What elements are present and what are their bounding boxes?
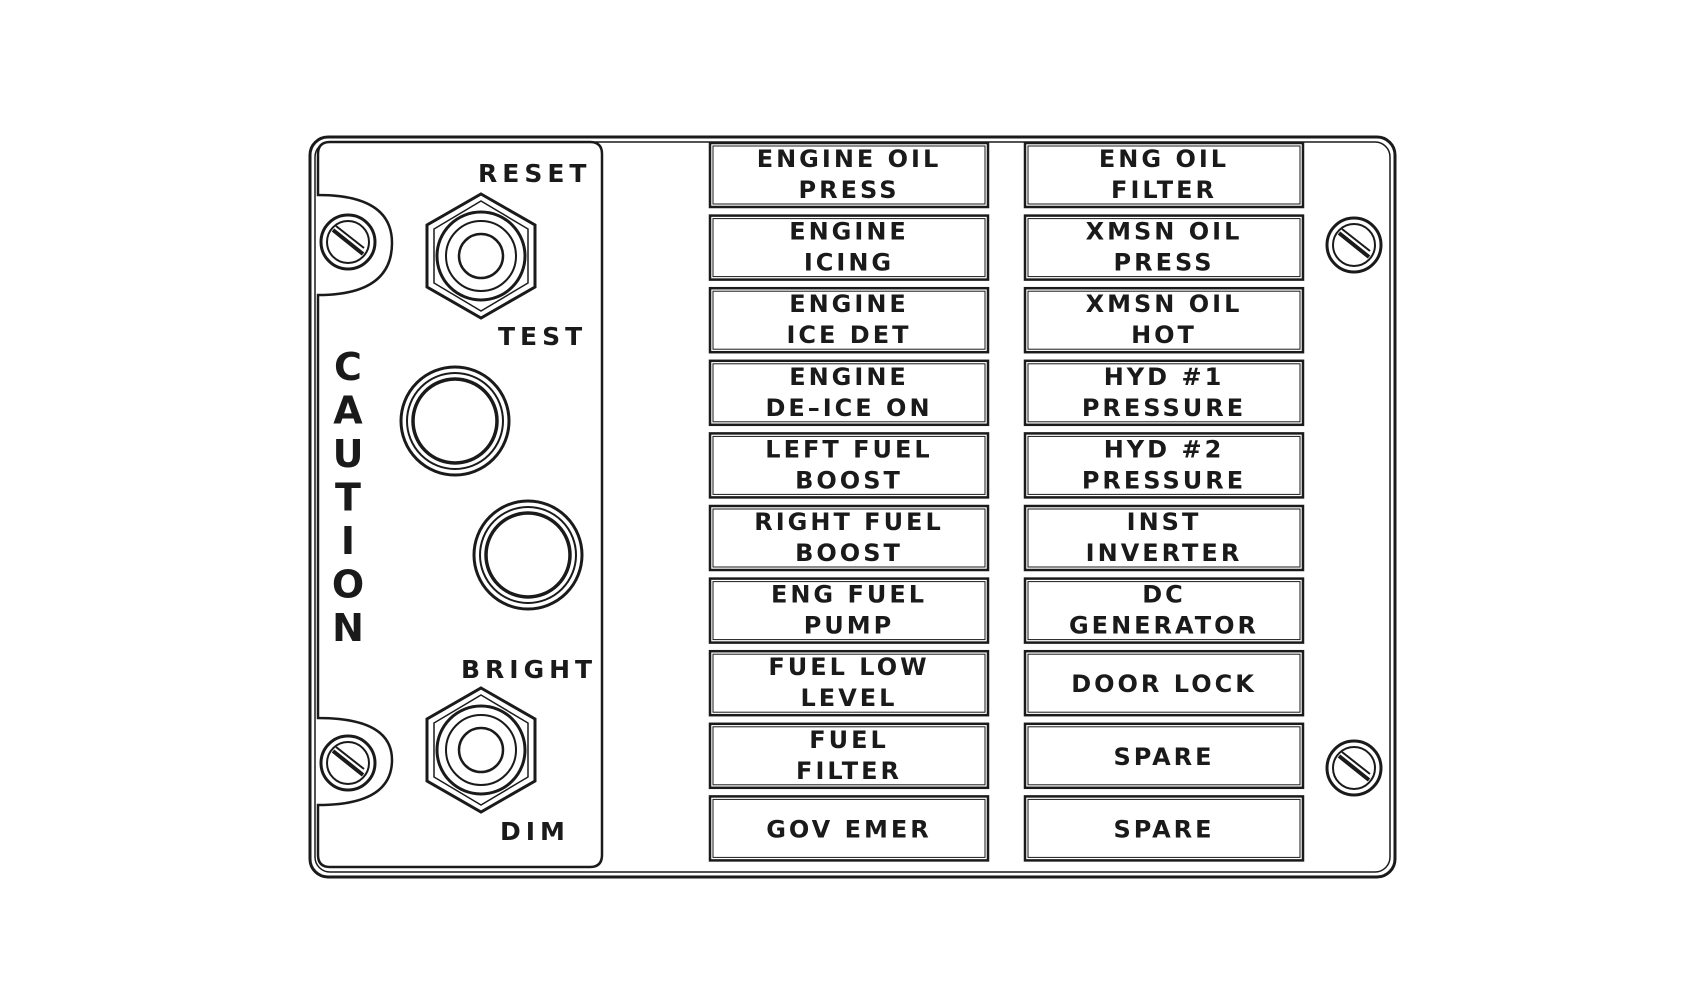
annunciator-segment: ENGINE ICING bbox=[708, 214, 990, 281]
screw-icon bbox=[1325, 739, 1383, 797]
annunciator-label: DC bbox=[1142, 581, 1186, 609]
annunciator-label: HOT bbox=[1131, 321, 1197, 349]
annunciator-label: ENG OIL bbox=[1099, 145, 1229, 173]
caution-letter: A bbox=[333, 389, 363, 433]
annunciator-segment: RIGHT FUEL BOOST bbox=[708, 504, 990, 572]
control-subpanel bbox=[316, 140, 604, 869]
annunciator-label: PRESS bbox=[799, 176, 900, 204]
annunciator-segment: FUEL LOW LEVEL bbox=[708, 649, 990, 717]
annunciator-label: BOOST bbox=[795, 466, 903, 494]
annunciator-label: INVERTER bbox=[1086, 539, 1243, 567]
caution-letter: N bbox=[332, 606, 364, 650]
annunciator-label: LEVEL bbox=[801, 684, 898, 712]
annunciator-segment: SPARE bbox=[1023, 722, 1305, 790]
caution-letter: U bbox=[333, 432, 364, 476]
annunciator-label: DE–ICE ON bbox=[765, 394, 932, 422]
annunciator-segment: ENG OIL FILTER bbox=[1023, 141, 1305, 209]
annunciator-segment: ENG FUEL PUMP bbox=[708, 577, 990, 644]
annunciator-label: LEFT FUEL bbox=[765, 435, 932, 463]
panel-outer-frame bbox=[308, 135, 1397, 879]
caution-letter: O bbox=[332, 563, 364, 607]
annunciator-label: RIGHT FUEL bbox=[754, 508, 944, 536]
annunciator-label: ENGINE bbox=[789, 290, 909, 318]
annunciator-label: FUEL bbox=[809, 726, 889, 754]
annunciator-segment: INST INVERTER bbox=[1023, 504, 1305, 572]
annunciator-label: HYD #1 bbox=[1104, 363, 1225, 391]
annunciator-label: BOOST bbox=[795, 539, 903, 567]
caution-letter: T bbox=[335, 476, 361, 520]
screw-icon bbox=[319, 213, 377, 271]
annunciator-segment: ENGINE OIL PRESS bbox=[708, 141, 990, 209]
annunciator-label: ICING bbox=[804, 249, 894, 277]
annunciator-label: PRESSURE bbox=[1082, 394, 1246, 422]
reset-test-switch[interactable] bbox=[425, 192, 537, 320]
annunciator-label: SPARE bbox=[1113, 815, 1214, 843]
annunciator-label: PRESSURE bbox=[1082, 466, 1246, 494]
annunciator-label: GOV EMER bbox=[766, 815, 932, 843]
annunciator-segment: HYD #2 PRESSURE bbox=[1023, 432, 1305, 499]
bright-label: BRIGHT bbox=[461, 655, 597, 684]
indicator-lamp-lower bbox=[472, 499, 584, 611]
annunciator-label: PRESS bbox=[1114, 249, 1215, 277]
annunciator-label: INST bbox=[1127, 508, 1202, 536]
caution-letter: I bbox=[341, 519, 355, 563]
annunciator-segment: ENGINE ICE DET bbox=[708, 286, 990, 354]
annunciator-label: SPARE bbox=[1113, 743, 1214, 771]
annunciator-label: FILTER bbox=[796, 757, 902, 785]
annunciator-segment: XMSN OIL PRESS bbox=[1023, 214, 1305, 281]
annunciator-label: XMSN OIL bbox=[1086, 290, 1243, 318]
annunciator-label: FILTER bbox=[1111, 176, 1217, 204]
annunciator-label: PUMP bbox=[804, 612, 895, 640]
annunciator-segment: ENGINE DE–ICE ON bbox=[708, 359, 990, 427]
annunciator-segment: DC GENERATOR bbox=[1023, 577, 1305, 644]
annunciator-label: ENG FUEL bbox=[771, 581, 927, 609]
annunciator-label: ENGINE OIL bbox=[757, 145, 942, 173]
indicator-lamp-upper bbox=[399, 365, 511, 477]
annunciator-label: DOOR LOCK bbox=[1071, 670, 1257, 698]
annunciator-label: ICE DET bbox=[787, 321, 912, 349]
test-label: TEST bbox=[498, 322, 587, 351]
annunciator-segment: HYD #1 PRESSURE bbox=[1023, 359, 1305, 427]
annunciator-label: HYD #2 bbox=[1104, 435, 1225, 463]
screw-icon bbox=[1325, 216, 1383, 274]
annunciator-segment: SPARE bbox=[1023, 795, 1305, 862]
dim-label: DIM bbox=[500, 817, 570, 846]
annunciator-label: GENERATOR bbox=[1069, 612, 1259, 640]
reset-label: RESET bbox=[478, 159, 591, 188]
annunciator-segment: FUEL FILTER bbox=[708, 722, 990, 790]
right-annunciator-column: ENG OIL FILTER XMSN OIL PRESS XMSN OIL HOT HYD… bbox=[1023, 141, 1305, 862]
annunciator-label: FUEL LOW bbox=[768, 653, 929, 681]
screw-icon bbox=[319, 734, 377, 792]
annunciator-segment: DOOR LOCK bbox=[1023, 649, 1305, 717]
annunciator-segment: LEFT FUEL BOOST bbox=[708, 432, 990, 499]
annunciator-label: ENGINE bbox=[789, 218, 909, 246]
annunciator-segment: XMSN OIL HOT bbox=[1023, 286, 1305, 354]
caution-letter: C bbox=[334, 345, 362, 389]
bright-dim-switch[interactable] bbox=[425, 686, 537, 814]
annunciator-label: ENGINE bbox=[789, 363, 909, 391]
annunciator-label: XMSN OIL bbox=[1086, 218, 1243, 246]
annunciator-segment: GOV EMER bbox=[708, 795, 990, 862]
